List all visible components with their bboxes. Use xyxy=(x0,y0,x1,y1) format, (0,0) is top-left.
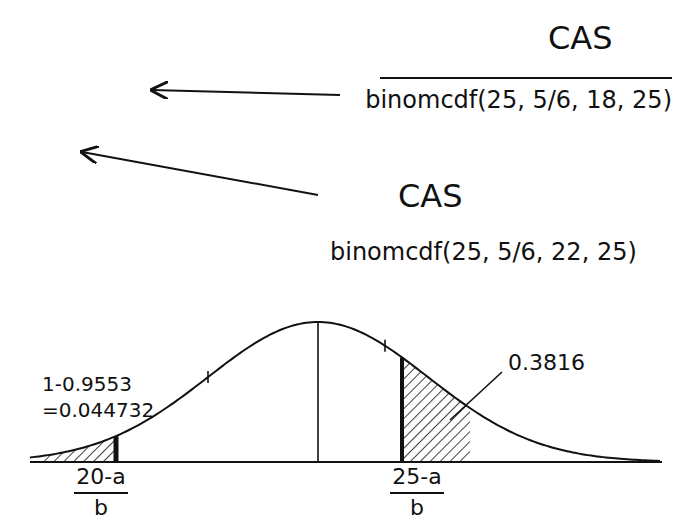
underline xyxy=(380,77,672,79)
mean-line xyxy=(317,322,319,462)
tail-value: =0.044732 xyxy=(42,400,154,420)
cas-heading: CAS xyxy=(398,180,463,212)
tail-value: 1-0.9553 xyxy=(42,374,132,394)
axis xyxy=(30,461,662,463)
normal-curve xyxy=(30,322,660,462)
fraction-bar xyxy=(74,492,128,494)
z-numerator: 20-a xyxy=(76,466,125,488)
cas-command: binomcdf(25, 5/6, 18, 25) xyxy=(365,88,672,112)
cutoff-mark xyxy=(400,357,404,462)
right-tail-shade xyxy=(400,356,470,462)
cas-heading: CAS xyxy=(548,22,613,54)
cas-command: binomcdf(25, 5/6, 22, 25) xyxy=(330,240,637,264)
tick-mark xyxy=(384,340,386,352)
curve-line xyxy=(30,322,660,461)
z-numerator: 25-a xyxy=(392,466,441,488)
z-denominator: b xyxy=(94,497,108,519)
cutoff-mark xyxy=(114,436,119,462)
pointer-arrow xyxy=(152,90,340,95)
tail-value: 0.3816 xyxy=(508,352,585,374)
tick-mark xyxy=(207,371,209,383)
z-denominator: b xyxy=(410,497,424,519)
pointer-arrow xyxy=(82,152,318,195)
fraction-bar xyxy=(390,492,444,494)
